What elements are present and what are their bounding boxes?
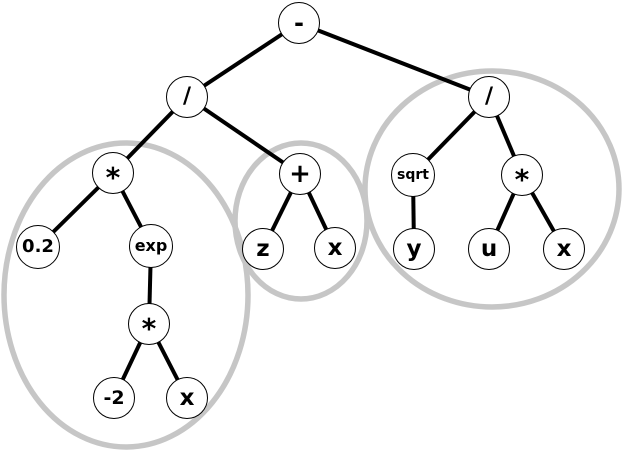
tree-node-var-y: y	[393, 228, 435, 270]
tree-node-const-neg-2: -2	[93, 377, 135, 419]
tree-node-label: /	[484, 84, 494, 109]
tree-node-label: *	[514, 162, 530, 196]
tree-node-label: exp	[134, 236, 168, 255]
tree-node-op-minus-root: -	[278, 2, 320, 44]
tree-node-label: /	[182, 84, 192, 109]
tree-node-op-plus: +	[279, 153, 321, 195]
tree-edge-op-minus-root-to-op-divide-left	[185, 21, 301, 99]
tree-node-label: x	[327, 234, 343, 261]
tree-node-op-divide-right: /	[468, 76, 510, 118]
tree-node-label: z	[256, 235, 270, 262]
tree-node-const-0-2: 0.2	[16, 225, 60, 269]
tree-node-label: x	[556, 235, 572, 262]
tree-node-label: x	[179, 384, 195, 411]
tree-node-label: u	[480, 235, 498, 262]
tree-node-label: *	[141, 311, 157, 345]
tree-node-label: 0.2	[22, 236, 54, 257]
tree-node-op-divide-left: /	[166, 76, 208, 118]
tree-edge-op-minus-root-to-op-divide-right	[298, 21, 490, 99]
tree-node-var-u: u	[468, 228, 510, 270]
tree-node-var-x-1: x	[166, 377, 208, 419]
tree-node-var-x-3: x	[543, 228, 585, 270]
tree-node-label: *	[105, 160, 121, 194]
tree-node-var-x-2: x	[314, 227, 356, 269]
tree-node-op-multiply-left: *	[92, 152, 134, 194]
tree-edge-op-divide-left-to-op-plus	[185, 95, 302, 176]
tree-node-func-exp: exp	[129, 224, 173, 268]
tree-node-func-sqrt: sqrt	[391, 153, 435, 197]
subtree-outline-left	[1, 140, 251, 450]
subtree-outline-right	[362, 68, 622, 310]
tree-node-label: -	[294, 9, 304, 37]
tree-node-label: y	[406, 235, 422, 262]
tree-node-var-z: z	[242, 228, 284, 270]
tree-node-label: sqrt	[397, 167, 429, 183]
tree-node-op-multiply-right: *	[501, 154, 543, 196]
tree-node-label: +	[289, 159, 311, 189]
tree-node-op-multiply-inner: *	[128, 303, 170, 345]
tree-node-label: -2	[103, 386, 125, 409]
